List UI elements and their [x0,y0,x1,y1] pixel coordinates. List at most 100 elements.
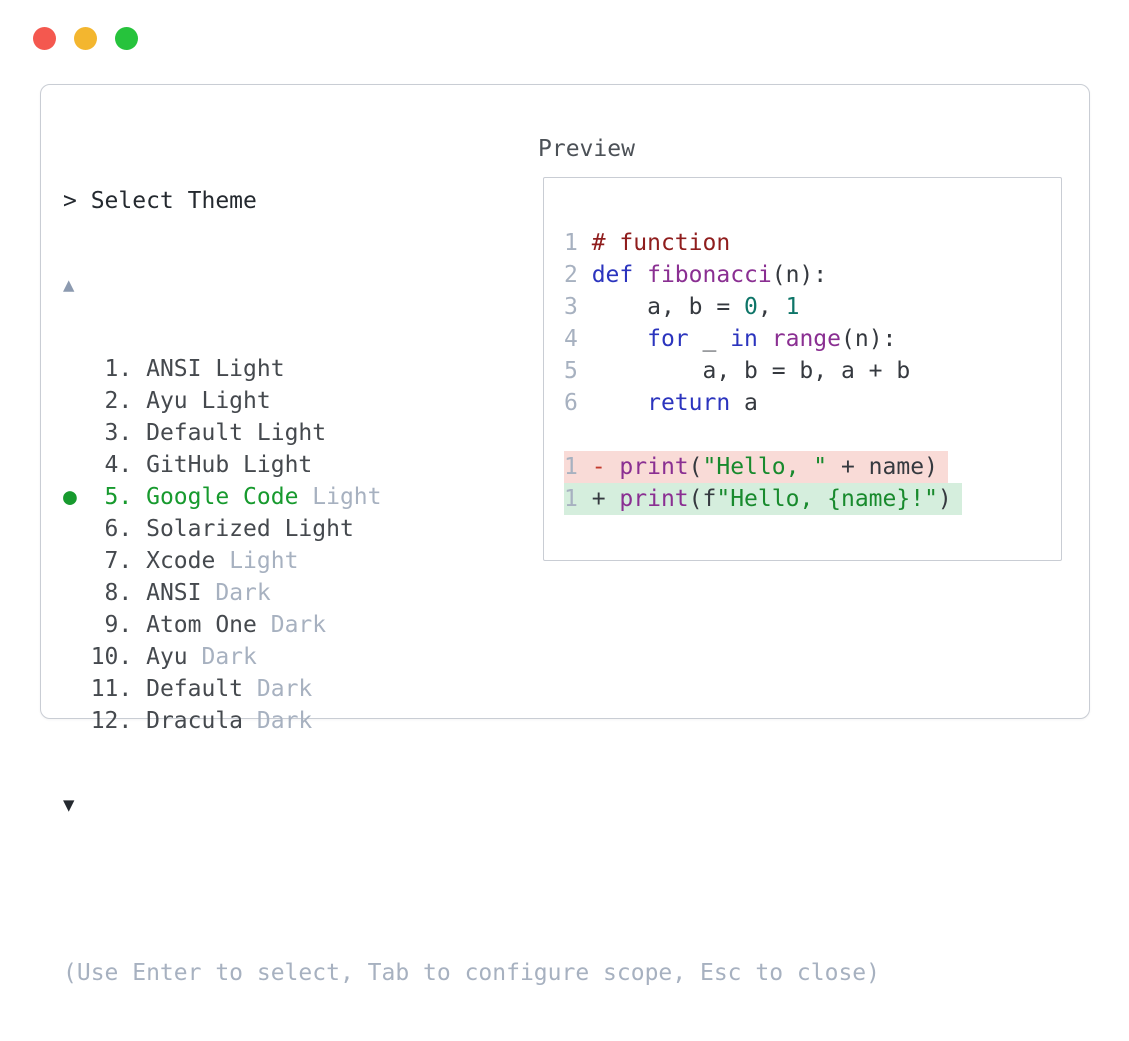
theme-list-item[interactable]: 1. ANSI Light [63,353,880,385]
line-number: 2 [564,262,592,288]
code-text: 4 for _ in range(n): [564,323,896,355]
theme-list-item[interactable]: 6. Solarized Light [63,513,880,545]
code-token-plain: a, b = [591,294,745,320]
code-token-plain: (n): [841,326,897,352]
line-number: 5 [564,358,592,384]
theme-list-item[interactable]: 11. Default Dark [63,673,880,705]
code-text: 1 # function [564,227,730,259]
code-token-plain: + name) [827,454,938,480]
item-number: 5. [90,484,133,510]
code-line [564,419,962,451]
marker-space [63,644,91,670]
scroll-down-indicator[interactable]: ▼ [63,794,75,816]
theme-list: 1. ANSI Light 2. Ayu Light 3. Default Li… [63,353,880,737]
code-line: 6 return a [564,387,962,419]
item-number: 7. [90,548,133,574]
code-token-kw: in [730,326,758,352]
theme-list-item[interactable]: 9. Atom One Dark [63,609,880,641]
item-name: GitHub Light [132,452,313,478]
line-number: 3 [564,294,592,320]
item-number: 2. [90,388,133,414]
item-number: 4. [90,452,133,478]
code-token-fn: print [619,454,689,480]
marker-space [63,548,91,574]
code-token-plain: a [730,390,758,416]
code-token-del: - [591,454,620,480]
theme-list-item[interactable]: 3. Default Light [63,417,880,449]
zoom-button[interactable] [115,27,138,50]
item-variant: Light [298,484,382,510]
code-token-plain [633,262,647,288]
theme-list-item[interactable]: ● 5. Google Code Light [63,481,880,513]
code-token-num: 1 [785,294,800,320]
code-token-plain: _ [688,326,731,352]
code-token-kw: return [647,390,731,416]
item-number: 9. [90,612,133,638]
code-token-plain: + [591,486,620,512]
item-name: Google Code [132,484,299,510]
item-number: 11. [90,676,133,702]
theme-list-item[interactable]: 7. Xcode Light [63,545,880,577]
marker-space [63,452,91,478]
item-number: 3. [90,420,133,446]
code-token-plain: (f [688,486,717,512]
code-token-plain: (n): [771,262,828,288]
code-token-plain: ( [688,454,703,480]
item-number: 6. [90,516,133,542]
code-line: 4 for _ in range(n): [564,323,962,355]
item-name: Solarized Light [132,516,354,542]
item-name: ANSI Light [132,356,285,382]
code-token-plain: , [757,294,786,320]
code-token-fn: fibonacci [647,262,772,288]
code-token-str: "Hello, {name}!" [716,486,938,512]
item-number: 10. [90,644,133,670]
close-button[interactable] [33,27,56,50]
line-number: 6 [564,390,592,416]
line-number: 1 [564,454,592,480]
item-name: Atom One [132,612,257,638]
diff-code-line: 1 - print("Hello, " + name) [564,451,962,483]
item-variant: Dark [243,676,313,702]
marker-space [63,708,91,734]
item-name: Ayu Light [132,388,271,414]
line-number: 1 [564,486,592,512]
item-name: Default Light [132,420,327,446]
code-text: 3 a, b = 0, 1 [564,291,799,323]
spacer-line [63,873,880,905]
theme-list-item[interactable]: 4. GitHub Light [63,449,880,481]
code-text: 2 def fibonacci(n): [564,259,827,291]
theme-list-item[interactable]: 2. Ayu Light [63,385,880,417]
code-token-fn: range [771,326,841,352]
item-variant: Dark [243,708,313,734]
theme-list-item[interactable]: 12. Dracula Dark [63,705,880,737]
item-name: Ayu [132,644,188,670]
diff-added-highlight: 1 + print(f"Hello, {name}!") [564,483,962,515]
code-line: 1 # function [564,227,962,259]
item-variant: Dark [256,612,327,638]
code-text: 6 return a [564,387,758,419]
code-token-plain: ) [937,486,952,512]
selected-indicator-icon: ● [63,484,91,510]
marker-space [63,612,91,638]
select-theme-prompt: > Select Theme [63,188,257,214]
code-token-kw: def [591,262,634,288]
code-token-plain [592,326,647,352]
diff-code-line: 1 + print(f"Hello, {name}!") [564,483,962,515]
line-number: 1 [564,230,592,256]
minimize-button[interactable] [74,27,97,50]
scroll-up-indicator[interactable]: ▲ [63,274,75,296]
theme-list-item[interactable]: 10. Ayu Dark [63,641,880,673]
code-token-comment: # function [591,230,731,256]
marker-space [63,388,91,414]
code-token-plain [758,326,772,352]
item-number: 12. [90,708,133,734]
marker-space [63,580,91,606]
diff-removed-highlight: 1 - print("Hello, " + name) [564,451,948,483]
code-token-plain [592,390,647,416]
code-text: 5 a, b = b, a + b [564,355,910,387]
item-name: Xcode [132,548,216,574]
theme-list-item[interactable]: 8. ANSI Dark [63,577,880,609]
item-variant: Dark [201,580,271,606]
